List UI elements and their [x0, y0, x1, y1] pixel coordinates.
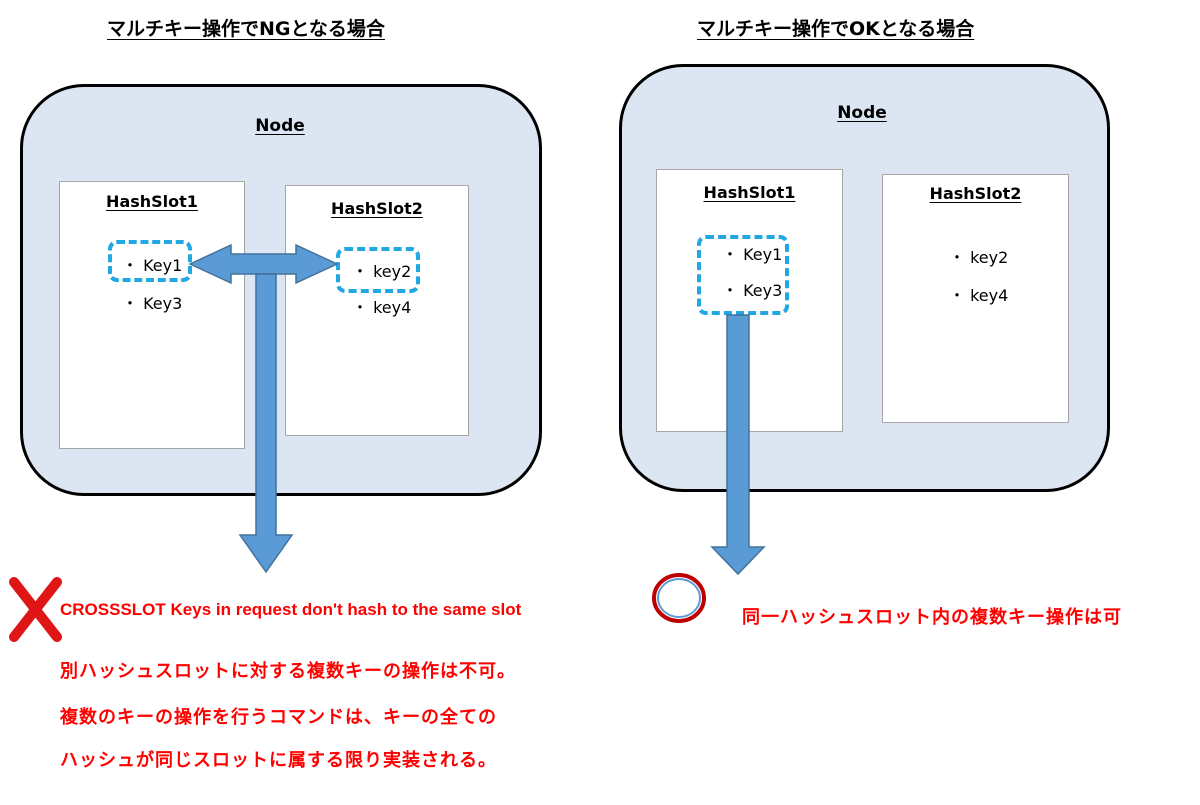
left-double-arrow — [188, 243, 339, 285]
left-title: マルチキー操作でNGとなる場合 — [107, 18, 385, 40]
right-down-arrow — [710, 314, 766, 576]
left-slot2-key2: ・ key2 — [352, 262, 412, 281]
right-title: マルチキー操作でOKとなる場合 — [697, 18, 975, 40]
right-slot2-key2: ・ key2 — [949, 248, 1009, 267]
circle-mark-icon — [652, 573, 706, 623]
left-key2-highlight — [336, 247, 420, 293]
right-hashslot2 — [882, 174, 1069, 423]
left-hashslot1 — [59, 181, 245, 449]
right-hashslot2-label: HashSlot2 — [929, 184, 1022, 203]
left-slot1-key3: ・ Key3 — [122, 294, 183, 313]
right-slot1-key1: ・ Key1 — [722, 245, 783, 264]
left-node-label: Node — [255, 116, 305, 136]
right-node-label: Node — [837, 103, 887, 123]
left-down-arrow — [238, 273, 294, 574]
left-key1-highlight — [108, 240, 192, 282]
right-hashslot1-label: HashSlot1 — [703, 183, 796, 202]
crossslot-error-message: CROSSSLOT Keys in request don't hash to … — [60, 600, 522, 619]
ok-message: 同一ハッシュスロット内の複数キー操作は可 — [742, 607, 1122, 628]
left-hashslot2-label: HashSlot2 — [331, 199, 423, 218]
left-slot1-key1: ・ Key1 — [122, 256, 183, 275]
right-slot1-key3: ・ Key3 — [722, 281, 783, 300]
left-slot2-key4: ・ key4 — [352, 298, 412, 317]
left-hashslot1-label: HashSlot1 — [106, 192, 198, 211]
explanation-line-3: ハッシュが同じスロットに属する限り実装される。 — [60, 750, 497, 771]
left-hashslot2 — [285, 185, 469, 436]
explanation-line-1: 別ハッシュスロットに対する複数キーの操作は不可。 — [60, 661, 516, 682]
circle-mark-inner-ring — [657, 578, 701, 618]
cross-mark-icon — [9, 577, 62, 642]
right-keys-highlight — [697, 235, 789, 315]
right-slot2-key4: ・ key4 — [949, 286, 1009, 305]
explanation-line-2: 複数のキーの操作を行うコマンドは、キーの全ての — [60, 707, 497, 728]
